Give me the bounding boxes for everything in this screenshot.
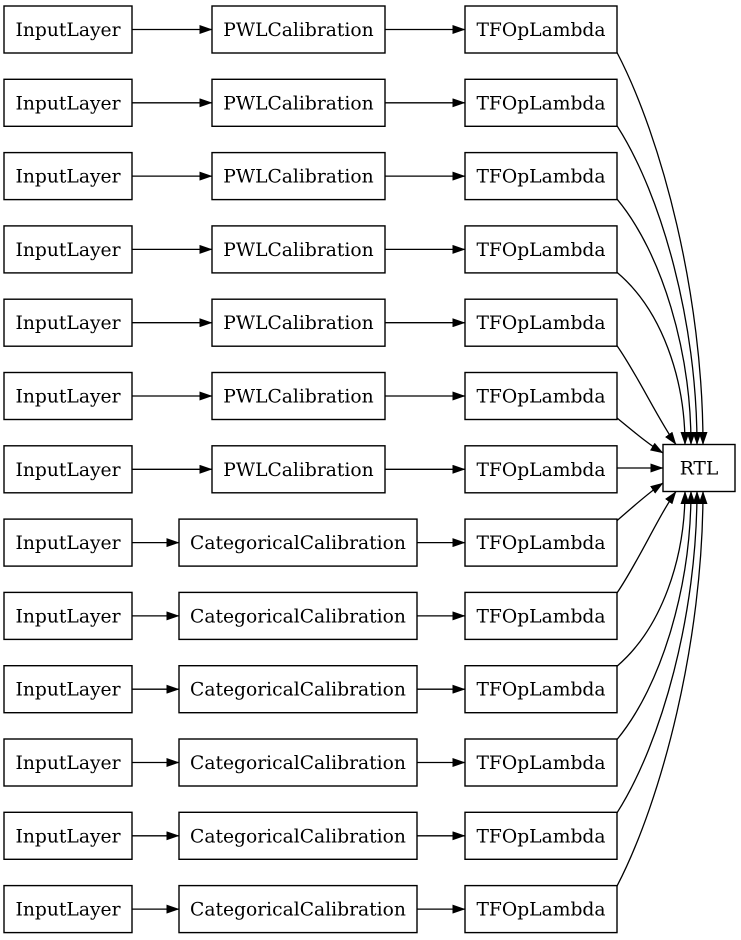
node-input-layer-8-label: InputLayer xyxy=(15,533,120,554)
node-tf-op-lambda-10 xyxy=(464,665,618,714)
node-input-layer-4 xyxy=(3,225,133,274)
node-input-layer-10-label: InputLayer xyxy=(15,680,120,701)
node-tf-op-lambda-1 xyxy=(464,5,618,54)
edge-lambda-to-rtl-8 xyxy=(616,482,664,522)
node-input-layer-3-label: InputLayer xyxy=(15,167,120,188)
node-calibration-9 xyxy=(178,591,418,641)
node-calibration-5-label: PWLCalibration xyxy=(223,313,373,334)
edge-lambda-to-rtl-11 xyxy=(616,491,696,740)
node-calibration-6-label: PWLCalibration xyxy=(223,387,373,408)
node-calibration-13 xyxy=(178,884,418,934)
node-tf-op-lambda-11-label: TFOpLambda xyxy=(476,753,605,774)
node-calibration-4-label: PWLCalibration xyxy=(223,240,373,261)
node-tf-op-lambda-4-label: TFOpLambda xyxy=(476,240,605,261)
node-input-layer-12-label: InputLayer xyxy=(15,826,120,847)
edge-lambda-to-rtl-13 xyxy=(616,491,708,887)
node-calibration-1-label: PWLCalibration xyxy=(223,20,373,41)
edges-layer xyxy=(132,25,708,914)
node-tf-op-lambda-6 xyxy=(464,371,618,421)
edge-lambda-to-rtl-12 xyxy=(616,491,702,814)
node-input-layer-11 xyxy=(3,738,133,787)
edge-lambda-to-rtl-2 xyxy=(616,125,702,445)
edge-lambda-to-rtl-9 xyxy=(616,491,677,594)
edge-lambda-to-rtl-6 xyxy=(616,417,664,454)
node-tf-op-lambda-3-label: TFOpLambda xyxy=(476,167,605,188)
node-calibration-3-label: PWLCalibration xyxy=(223,167,373,188)
node-calibration-2-label: PWLCalibration xyxy=(223,93,373,114)
node-calibration-7 xyxy=(211,445,386,494)
node-calibration-10-label: CategoricalCalibration xyxy=(190,680,406,701)
node-calibration-11 xyxy=(178,738,418,787)
node-tf-op-lambda-7 xyxy=(464,445,618,494)
node-tf-op-lambda-1-label: TFOpLambda xyxy=(476,20,605,41)
node-input-layer-1 xyxy=(3,5,133,54)
node-tf-op-lambda-2-label: TFOpLambda xyxy=(476,93,605,114)
node-calibration-2 xyxy=(211,78,386,128)
node-input-layer-12 xyxy=(3,811,133,860)
node-tf-op-lambda-5 xyxy=(464,298,618,347)
node-input-layer-2-label: InputLayer xyxy=(15,93,120,114)
node-tf-op-lambda-13 xyxy=(464,884,618,934)
node-tf-op-lambda-13-label: TFOpLambda xyxy=(476,900,605,921)
node-calibration-9-label: CategoricalCalibration xyxy=(190,606,406,627)
node-input-layer-10 xyxy=(3,665,133,714)
node-calibration-1 xyxy=(211,5,386,54)
node-input-layer-6-label: InputLayer xyxy=(15,387,120,408)
node-input-layer-7 xyxy=(3,445,133,494)
node-rtl-output xyxy=(662,443,736,493)
node-input-layer-5-label: InputLayer xyxy=(15,313,120,334)
node-tf-op-lambda-8 xyxy=(464,518,618,567)
node-input-layer-5 xyxy=(3,298,133,347)
node-tf-op-lambda-5-label: TFOpLambda xyxy=(476,313,605,334)
node-input-layer-4-label: InputLayer xyxy=(15,240,120,261)
node-calibration-5 xyxy=(211,298,386,347)
node-tf-op-lambda-3 xyxy=(464,151,618,201)
node-input-layer-6 xyxy=(3,371,133,421)
node-tf-op-lambda-2 xyxy=(464,78,618,128)
node-tf-op-lambda-6-label: TFOpLambda xyxy=(476,387,605,408)
edge-lambda-to-rtl-3 xyxy=(616,198,696,445)
node-input-layer-13 xyxy=(3,884,133,934)
node-input-layer-13-label: InputLayer xyxy=(15,900,120,921)
node-tf-op-lambda-11 xyxy=(464,738,618,787)
node-tf-op-lambda-4 xyxy=(464,225,618,274)
node-tf-op-lambda-8-label: TFOpLambda xyxy=(476,533,605,554)
node-input-layer-9-label: InputLayer xyxy=(15,606,120,627)
node-input-layer-3 xyxy=(3,151,133,201)
edge-lambda-to-rtl-4 xyxy=(616,271,690,445)
node-tf-op-lambda-12 xyxy=(464,811,618,860)
node-tf-op-lambda-10-label: TFOpLambda xyxy=(476,680,605,701)
node-calibration-8 xyxy=(178,518,418,567)
node-calibration-11-label: CategoricalCalibration xyxy=(190,753,406,774)
node-calibration-4 xyxy=(211,225,386,274)
node-input-layer-11-label: InputLayer xyxy=(15,753,120,774)
node-calibration-7-label: PWLCalibration xyxy=(223,460,373,481)
node-input-layer-2 xyxy=(3,78,133,128)
node-input-layer-1-label: InputLayer xyxy=(15,20,120,41)
node-calibration-8-label: CategoricalCalibration xyxy=(190,533,406,554)
node-calibration-12-label: CategoricalCalibration xyxy=(190,826,406,847)
edge-lambda-to-rtl-5 xyxy=(616,345,677,445)
node-tf-op-lambda-9-label: TFOpLambda xyxy=(476,606,605,627)
edge-lambda-to-rtl-1 xyxy=(616,52,708,445)
node-calibration-3 xyxy=(211,151,386,201)
node-calibration-6 xyxy=(211,371,386,421)
node-tf-op-lambda-12-label: TFOpLambda xyxy=(476,826,605,847)
node-rtl-output-label: RTL xyxy=(680,459,719,480)
node-tf-op-lambda-9 xyxy=(464,591,618,641)
node-tf-op-lambda-7-label: TFOpLambda xyxy=(476,460,605,481)
edge-lambda-to-rtl-10 xyxy=(616,491,690,667)
node-calibration-13-label: CategoricalCalibration xyxy=(190,900,406,921)
node-input-layer-7-label: InputLayer xyxy=(15,460,120,481)
node-input-layer-8 xyxy=(3,518,133,567)
node-calibration-10 xyxy=(178,665,418,714)
node-calibration-12 xyxy=(178,811,418,860)
node-input-layer-9 xyxy=(3,591,133,641)
